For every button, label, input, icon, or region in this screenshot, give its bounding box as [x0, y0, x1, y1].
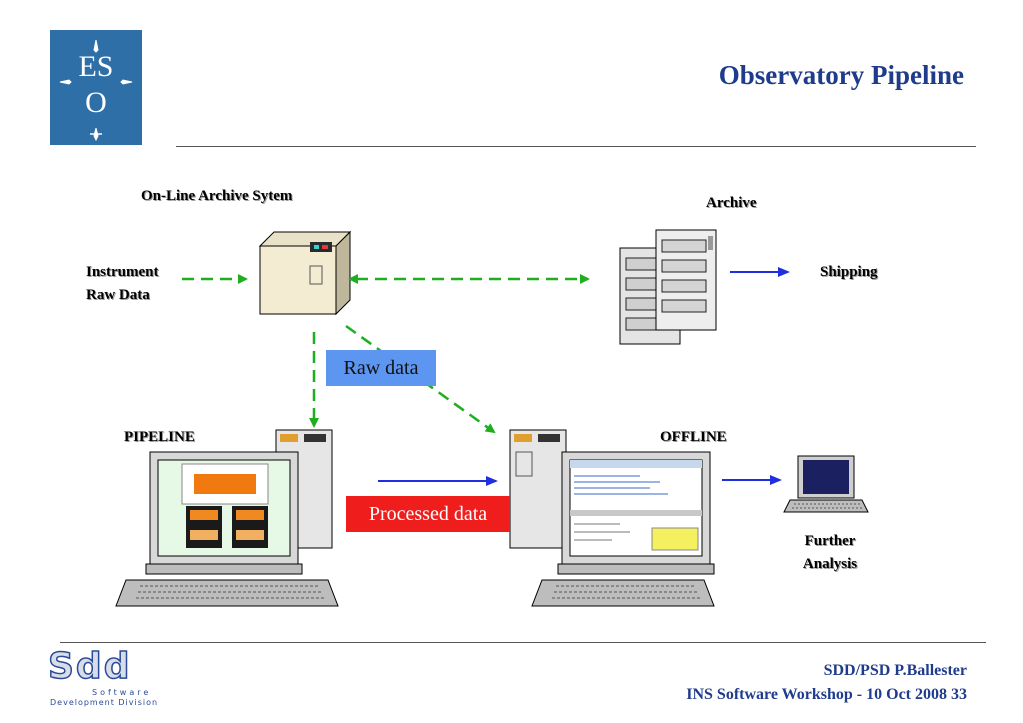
eso-logo-bottom-text: O — [85, 86, 107, 119]
pipeline-label: PIPELINE — [124, 429, 195, 445]
archive-label: Archive — [706, 195, 757, 211]
pipeline-workstation-icon — [115, 429, 339, 607]
page-title: Observatory Pipeline — [718, 60, 964, 90]
eso-logo-graphic — [59, 39, 133, 142]
raw-data-source-label: Raw Data — [86, 287, 150, 303]
analysis-label: Analysis — [802, 556, 858, 572]
processed-data-tag: Processed data — [346, 496, 510, 532]
archive-server-icon — [258, 230, 352, 316]
header-divider — [176, 146, 976, 147]
footer-divider — [60, 642, 986, 643]
sdd-logo-letters: Sdd — [47, 645, 132, 688]
shipping-label: Shipping — [820, 264, 878, 280]
instrument-label: Instrument — [86, 264, 159, 280]
sdd-logo: Sdd Software Development Division — [46, 645, 166, 710]
further-label: Further — [804, 533, 856, 549]
raw-data-tag: Raw data — [326, 350, 436, 386]
archive-storage-icon — [619, 229, 717, 345]
footer-author: SDD/PSD P.Ballester — [823, 662, 967, 679]
laptop-icon — [783, 455, 869, 513]
footer-event: INS Software Workshop - 10 Oct 2008 33 — [686, 686, 967, 703]
eso-logo: ES O — [50, 30, 142, 145]
offline-label: OFFLINE — [660, 429, 727, 445]
sdd-logo-line1: Software — [92, 688, 152, 697]
online-archive-label: On-Line Archive Sytem — [141, 188, 293, 204]
archive-to-offline-arrow — [345, 324, 496, 434]
sdd-logo-line2: Development Division — [50, 698, 159, 707]
eso-logo-top-text: ES — [78, 50, 114, 83]
offline-workstation-icon — [509, 429, 715, 607]
